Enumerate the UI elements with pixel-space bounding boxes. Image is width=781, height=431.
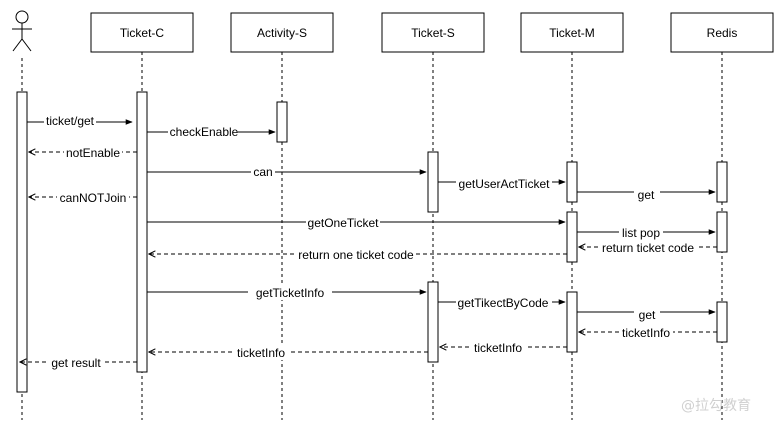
activation-redis-2	[716, 211, 728, 253]
message-label: get	[638, 188, 655, 202]
participant-ticket-m: Ticket-M	[520, 12, 624, 53]
message-label: notEnable	[66, 146, 120, 160]
message-label: getTikectByCode	[458, 296, 549, 310]
activation-actor	[16, 91, 28, 393]
message-label: getUserActTicket	[459, 177, 551, 191]
message-label: get result	[51, 356, 101, 370]
participant-label: Ticket-M	[549, 26, 595, 40]
participant-label: Ticket-S	[411, 26, 455, 40]
activation-ticket-c	[136, 91, 148, 373]
message-label: ticket/get	[46, 114, 95, 128]
activation-ticket-m-1	[566, 161, 578, 203]
activation-redis-1	[716, 161, 728, 203]
lifelines	[21, 52, 723, 420]
participant-label: Redis	[707, 26, 738, 40]
message-label: getOneTicket	[308, 216, 380, 230]
message-label: ticketInfo	[474, 341, 522, 355]
activation-ticket-s-1	[427, 151, 439, 213]
participant-ticket-c: Ticket-C	[90, 12, 194, 53]
participant-label: Activity-S	[257, 26, 307, 40]
participant-activity-s: Activity-S	[230, 12, 334, 53]
message-labels: ticket/get checkEnable notEnable can get…	[44, 114, 698, 370]
message-label: checkEnable	[170, 125, 239, 139]
actor-icon	[12, 10, 32, 52]
activation-redis-3	[716, 301, 728, 343]
watermark: @拉勾教育	[681, 398, 751, 414]
activation-activity-s	[276, 101, 288, 143]
activation-ticket-s-2	[427, 281, 439, 363]
activation-ticket-m-2	[566, 211, 578, 263]
participant-label: Ticket-C	[120, 26, 165, 40]
message-label: ticketInfo	[237, 346, 285, 360]
message-label: list pop	[622, 226, 660, 240]
message-label: return ticket code	[602, 241, 694, 255]
message-label: can	[253, 165, 272, 179]
participant-ticket-s: Ticket-S	[381, 12, 485, 53]
message-label: ticketInfo	[622, 326, 670, 340]
activation-ticket-m-3	[566, 291, 578, 353]
message-label: return one ticket code	[298, 248, 414, 262]
participant-redis: Redis	[670, 12, 774, 53]
activations	[16, 91, 728, 393]
message-label: canNOTJoin	[60, 191, 127, 205]
message-label: get	[639, 308, 656, 322]
message-label: getTicketInfo	[256, 286, 325, 300]
